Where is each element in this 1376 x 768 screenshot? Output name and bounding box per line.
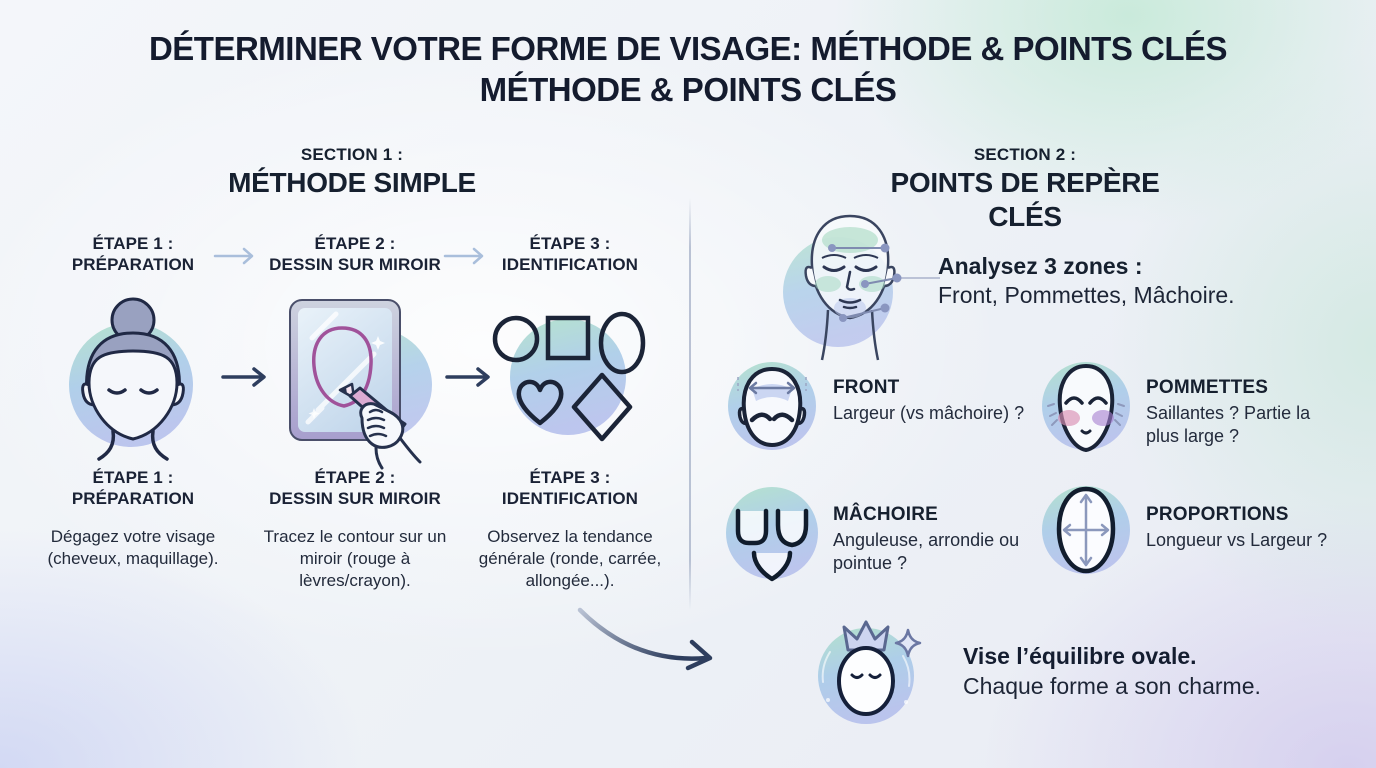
step1-top-line1: ÉTAPE 1 : (92, 234, 174, 253)
heart-shape (516, 379, 564, 426)
jaw-shapes-icon (726, 487, 818, 582)
card-front-desc: Largeur (vs mâchoire) ? (833, 403, 1025, 423)
step1-top-line2: PRÉPARATION (71, 255, 195, 274)
forehead-width-icon (728, 362, 816, 450)
section2-kicker: SECTION 2 : (973, 145, 1077, 164)
step2-top-line1: ÉTAPE 2 : (314, 234, 396, 253)
sparkle-icon (894, 628, 922, 658)
card-pommettes-title: POMMETTES (1146, 377, 1269, 398)
face-zones-illustration (783, 214, 940, 361)
oval-shape (598, 311, 646, 375)
page-title-line1: DÉTERMINER VOTRE FORME DE VISAGE: MÉTHOD… (148, 30, 1228, 67)
woman-face-illustration (69, 297, 193, 461)
step1-bottom-line1: ÉTAPE 1 : (92, 468, 174, 487)
card-proportions-title: PROPORTIONS (1146, 504, 1289, 525)
arrow-right-light-icon-2 (443, 247, 484, 265)
page-title-line2: MÉTHODE & POINTS CLÉS (479, 71, 897, 108)
diamond-shape (571, 372, 633, 442)
section2-heading: POINTS DE REPÈRE CLÉS (890, 167, 1160, 232)
conclusion-bold: Vise l’équilibre ovale. (963, 643, 1197, 669)
step2-bottom-line2: DESSIN SUR MIROIR (269, 489, 441, 508)
crown-icon (842, 620, 890, 652)
arrow-right-dark-icon-1 (221, 367, 266, 387)
step2-top-line2: DESSIN SUR MIROIR (269, 255, 441, 274)
page-title: DÉTERMINER VOTRE FORME DE VISAGE: MÉTHOD… (0, 28, 1376, 110)
section2-header: SECTION 2 : POINTS DE REPÈRE CLÉS (865, 144, 1185, 234)
step3-top-label: ÉTAPE 3 : IDENTIFICATION (483, 233, 657, 275)
step3-bottom-label: ÉTAPE 3 : IDENTIFICATION (478, 467, 662, 509)
step1-bottom-label: ÉTAPE 1 : PRÉPARATION (43, 467, 223, 509)
analyze-zones-bold: Analysez 3 zones : (938, 253, 1143, 279)
step3-description: Observez la tendance générale (ronde, ca… (478, 527, 662, 590)
card-proportions-desc: Longueur vs Largeur ? (1146, 530, 1328, 550)
step1-bottom-line2: PRÉPARATION (71, 489, 195, 508)
section1-heading: MÉTHODE SIMPLE (228, 167, 476, 198)
analyze-zones-text: Front, Pommettes, Mâchoire. (938, 282, 1235, 308)
card-machoire-title: MÂCHOIRE (833, 504, 939, 525)
mirror-drawing-illustration (289, 299, 432, 470)
conclusion-text: Chaque forme a son charme. (963, 673, 1261, 699)
section-divider (689, 198, 691, 610)
circle-shape (492, 315, 540, 363)
card-machoire-desc: Anguleuse, arrondie ou pointue ? (833, 530, 1020, 573)
card-pommettes-desc: Saillantes ? Partie la plus large ? (1146, 403, 1311, 446)
step3-top-line2: IDENTIFICATION (501, 255, 639, 274)
shape-set-illustration (492, 311, 646, 442)
proportions-icon (1042, 486, 1130, 574)
arrow-right-light-icon-1 (213, 247, 254, 265)
step2-top-label: ÉTAPE 2 : DESSIN SUR MIROIR (248, 233, 462, 275)
step1-top-label: ÉTAPE 1 : PRÉPARATION (48, 233, 218, 275)
arrow-right-dark-icon-2 (445, 367, 490, 387)
step2-description: Tracez le contour sur un miroir (rouge à… (263, 527, 447, 590)
step3-bottom-line2: IDENTIFICATION (501, 489, 639, 508)
crowned-oval-face-icon (818, 620, 922, 724)
step1-description: Dégagez votre visage (cheveux, maquillag… (47, 527, 219, 568)
step3-bottom-line1: ÉTAPE 3 : (529, 468, 611, 487)
section1-header: SECTION 1 : MÉTHODE SIMPLE (192, 144, 512, 200)
step3-top-line1: ÉTAPE 3 : (529, 234, 611, 253)
square-shape (545, 315, 591, 361)
section1-kicker: SECTION 1 : (300, 145, 404, 164)
curved-arrow-icon (577, 607, 713, 671)
step2-bottom-label: ÉTAPE 2 : DESSIN SUR MIROIR (248, 467, 462, 509)
card-front-title: FRONT (833, 377, 900, 398)
cheekbones-icon (1042, 362, 1130, 453)
step2-bottom-line1: ÉTAPE 2 : (314, 468, 396, 487)
